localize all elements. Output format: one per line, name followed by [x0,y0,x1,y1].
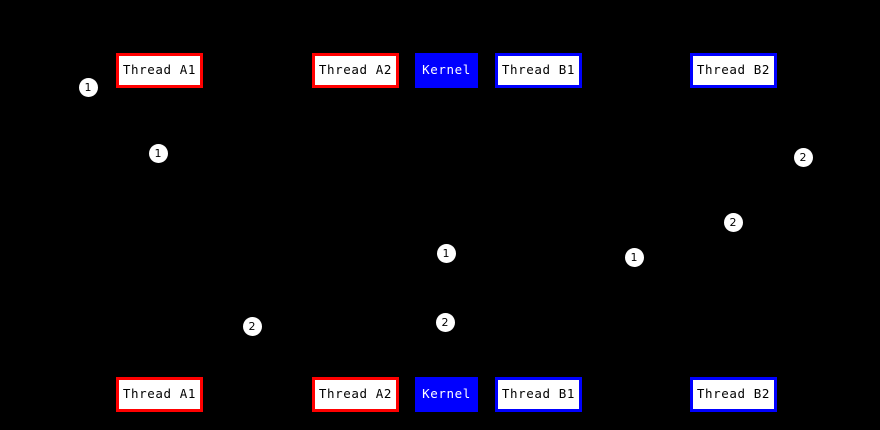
lifeline-kernel [446,88,447,377]
participant-box-thread-b1-bottom: Thread B1 [495,377,582,412]
participant-box-thread-a1-bottom: Thread A1 [116,377,203,412]
lifeline-stub-kernel-top [445,86,447,90]
participant-box-thread-a2-bottom: Thread A2 [312,377,399,412]
lifeline-stub-thread-a1-top [158,86,160,90]
participant-box-kernel-top: Kernel [415,53,478,88]
message-marker-4: 2 [723,212,743,232]
lifeline-thread-a1 [159,88,160,377]
lifeline-stub-thread-b1-top [537,86,539,90]
lifeline-thread-b1 [538,88,539,377]
message-marker-2: 1 [148,143,168,163]
message-marker-5: 1 [436,243,456,263]
message-marker-3: 2 [793,147,813,167]
participant-box-thread-b1-top: Thread B1 [495,53,582,88]
participant-box-thread-b2-top: Thread B2 [690,53,777,88]
message-marker-8: 2 [435,312,455,332]
message-marker-6: 1 [624,247,644,267]
lifeline-stub-thread-a2-top [354,86,356,90]
participant-box-thread-a2-top: Thread A2 [312,53,399,88]
lifeline-thread-b2 [733,88,734,377]
participant-box-thread-a1-top: Thread A1 [116,53,203,88]
message-marker-1: 1 [78,77,98,97]
message-marker-7: 2 [242,316,262,336]
lifeline-thread-a2 [355,88,356,377]
lifeline-stub-thread-b2-top [732,86,734,90]
participant-box-thread-b2-bottom: Thread B2 [690,377,777,412]
participant-box-kernel-bottom: Kernel [415,377,478,412]
